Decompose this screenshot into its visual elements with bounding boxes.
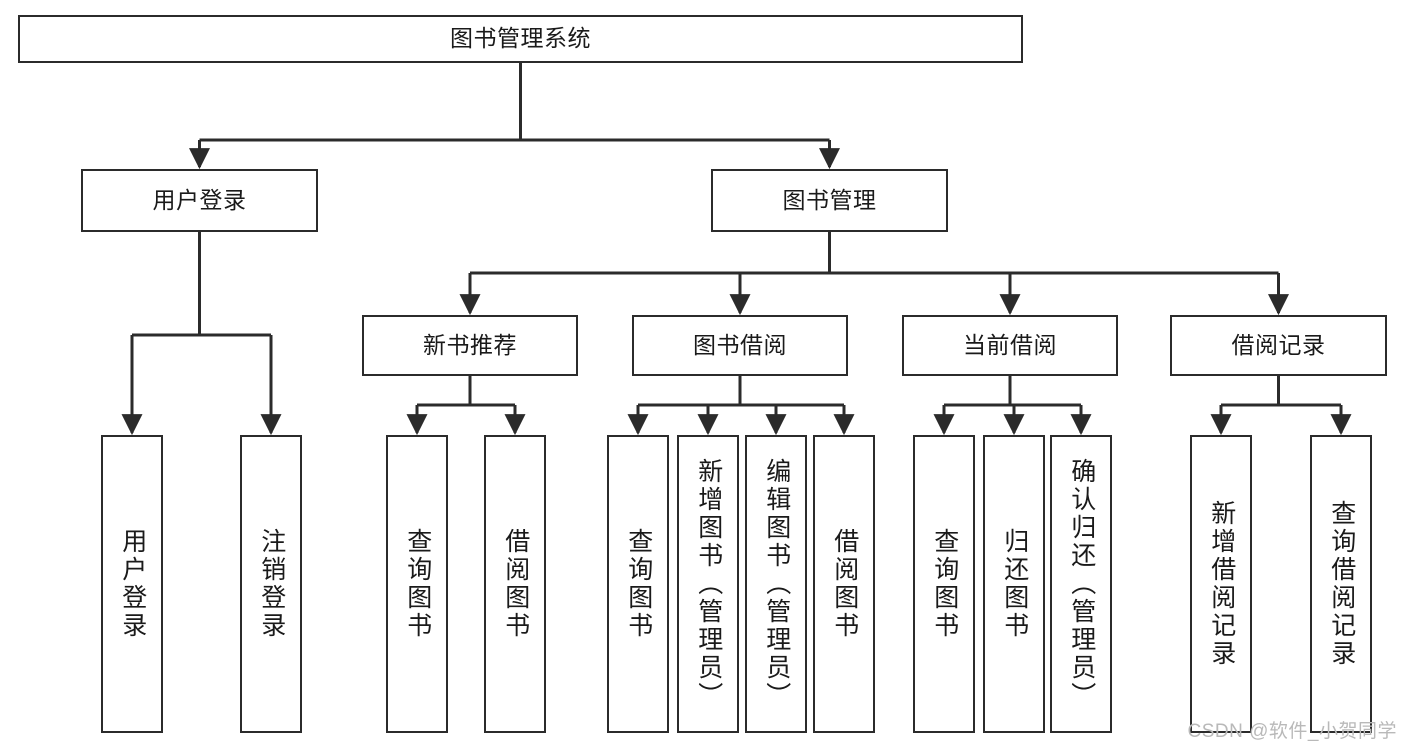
node-label: 图书管理 [782, 186, 877, 213]
leaf-node-4-借阅图书[interactable]: 借阅图书 [484, 435, 546, 733]
node-label: 图书管理系统 [450, 25, 591, 52]
node-label: 查询图书 [403, 528, 432, 640]
node-label: 查询借阅记录 [1327, 500, 1356, 668]
node-label: 借阅图书 [830, 528, 859, 640]
leaf-node-5-查询图书[interactable]: 查询图书 [607, 435, 669, 733]
node-label: 借阅图书 [501, 528, 530, 640]
level1-node-2-图书管理[interactable]: 图书管理 [711, 169, 948, 232]
node-label: 查询图书 [930, 528, 959, 640]
node-label: 图书借阅 [693, 331, 787, 358]
leaf-node-6-新增图书管理员[interactable]: 新增图书（管理员） [677, 435, 739, 733]
node-label: 确认归还（管理员） [1067, 458, 1096, 710]
level2-node-1-新书推荐[interactable]: 新书推荐 [362, 315, 578, 376]
node-label: 用户登录 [152, 186, 247, 213]
leaf-node-10-归还图书[interactable]: 归还图书 [983, 435, 1045, 733]
leaf-node-12-新增借阅记录[interactable]: 新增借阅记录 [1190, 435, 1252, 733]
leaf-node-9-查询图书[interactable]: 查询图书 [913, 435, 975, 733]
leaf-node-1-用户登录[interactable]: 用户登录 [101, 435, 163, 733]
level2-node-4-借阅记录[interactable]: 借阅记录 [1170, 315, 1387, 376]
level1-node-1-用户登录[interactable]: 用户登录 [81, 169, 318, 232]
node-label: 查询图书 [624, 528, 653, 640]
watermark-text: CSDN @软件_小贺同学 [1187, 721, 1397, 742]
node-label: 归还图书 [1000, 528, 1029, 640]
node-label: 注销登录 [257, 528, 286, 640]
node-label: 编辑图书（管理员） [762, 458, 791, 710]
node-label: 新增借阅记录 [1207, 500, 1236, 668]
leaf-node-7-编辑图书管理员[interactable]: 编辑图书（管理员） [745, 435, 807, 733]
leaf-node-13-查询借阅记录[interactable]: 查询借阅记录 [1310, 435, 1372, 733]
leaf-node-3-查询图书[interactable]: 查询图书 [386, 435, 448, 733]
leaf-node-2-注销登录[interactable]: 注销登录 [240, 435, 302, 733]
root-node-1-图书管理系统[interactable]: 图书管理系统 [18, 15, 1023, 63]
node-label: 借阅记录 [1231, 331, 1326, 358]
leaf-node-8-借阅图书[interactable]: 借阅图书 [813, 435, 875, 733]
level2-node-2-图书借阅[interactable]: 图书借阅 [632, 315, 848, 376]
leaf-node-11-确认归还管理员[interactable]: 确认归还（管理员） [1050, 435, 1112, 733]
level2-node-3-当前借阅[interactable]: 当前借阅 [902, 315, 1118, 376]
node-label: 当前借阅 [963, 331, 1057, 358]
node-label: 新书推荐 [423, 331, 517, 358]
node-label: 用户登录 [118, 528, 147, 640]
node-label: 新增图书（管理员） [694, 458, 723, 710]
